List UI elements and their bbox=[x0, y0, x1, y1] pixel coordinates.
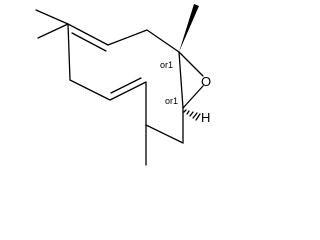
hydrogen-substituent: H bbox=[183, 109, 210, 125]
double-bond-c3-c4 bbox=[71, 32, 107, 52]
methyl-bond-gem-up bbox=[35, 9, 69, 25]
bond-c1-c2 bbox=[146, 29, 180, 53]
methyl-groups bbox=[35, 4, 199, 166]
epoxide-bond-c1-o bbox=[178, 51, 204, 77]
oxygen-atom-label: O bbox=[201, 74, 211, 89]
wedge-bond-methyl bbox=[179, 4, 199, 52]
double-bonds bbox=[71, 32, 142, 94]
bond-c10-c1 bbox=[178, 51, 184, 109]
epoxide-bond-o-c10 bbox=[182, 85, 204, 109]
bond-c3-c4 bbox=[67, 23, 109, 46]
hashed-bond-h bbox=[183, 109, 201, 121]
stereo-label-lower: or1 bbox=[165, 96, 178, 106]
hydrogen-atom-label: H bbox=[201, 110, 210, 125]
ring-bonds bbox=[67, 23, 184, 144]
bond-c6-c7 bbox=[109, 81, 147, 101]
stereo-label-upper: or1 bbox=[160, 60, 173, 70]
methyl-bond-gem-left bbox=[37, 23, 69, 39]
bond-c8-c9 bbox=[145, 124, 184, 144]
double-bond-c6-c7 bbox=[110, 77, 142, 94]
molecule-structure: O H or1 or1 bbox=[35, 4, 211, 166]
bond-c2-c3 bbox=[107, 29, 148, 46]
bond-c4-c5 bbox=[67, 23, 71, 81]
bond-c5-c6 bbox=[69, 79, 111, 101]
epoxide-ring: O bbox=[178, 51, 211, 109]
